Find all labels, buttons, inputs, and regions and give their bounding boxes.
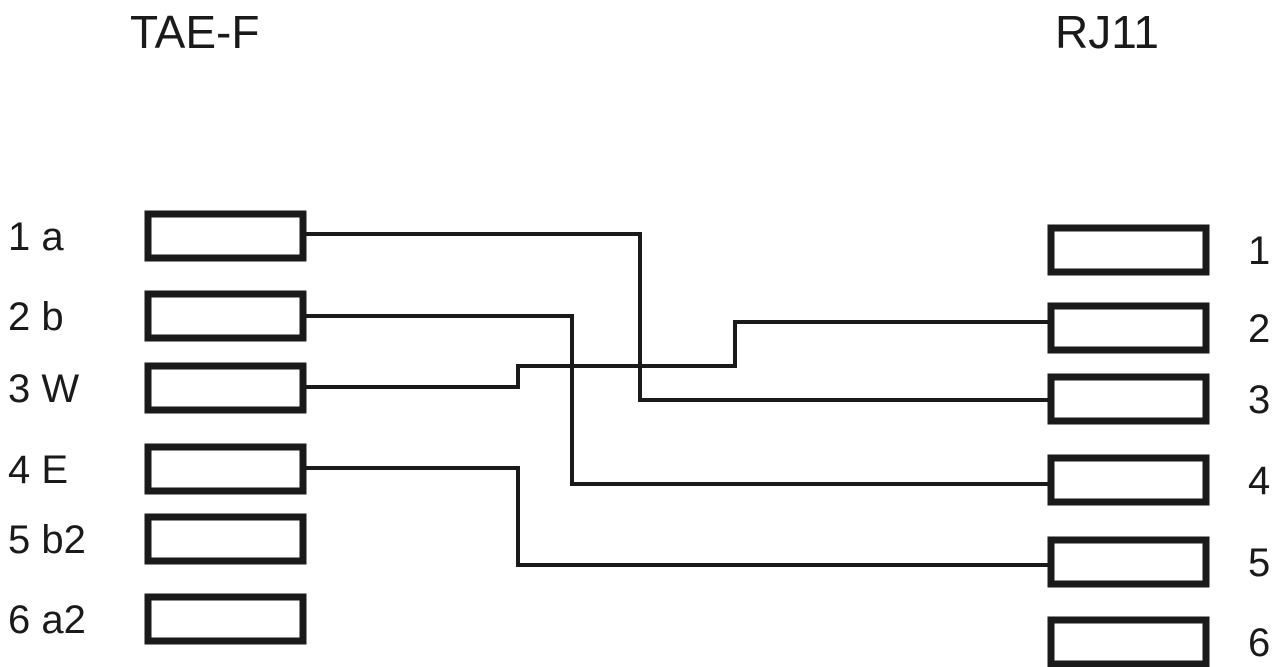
wire-4e-to-5: [303, 466, 1051, 567]
left-pin-label-2: 2 b: [8, 295, 64, 339]
right-connector-pins: [1047, 224, 1210, 667]
wire-2b-to-4: [303, 314, 1051, 486]
right-pin-label-4: 4: [1248, 459, 1270, 503]
left-pin-box-2[interactable]: [144, 290, 307, 342]
right-pin-label-2: 2: [1248, 307, 1270, 351]
left-pin-box-4[interactable]: [144, 443, 307, 495]
right-pin-label-5: 5: [1248, 541, 1270, 585]
left-connector-pins: [144, 210, 307, 645]
right-pin-label-3: 3: [1248, 378, 1270, 422]
right-pin-box-6[interactable]: [1047, 616, 1210, 667]
wire-1a-to-3: [303, 232, 1051, 402]
right-pin-labels: 1 2 3 4 5 6: [1248, 229, 1270, 665]
left-pin-label-6: 6 a2: [8, 598, 86, 642]
right-pin-label-1: 1: [1248, 229, 1270, 273]
right-pin-box-5[interactable]: [1047, 536, 1210, 588]
right-pin-label-6: 6: [1248, 621, 1270, 665]
wire-group: [303, 232, 1051, 567]
left-pin-label-3: 3 W: [8, 367, 79, 411]
left-pin-label-1: 1 a: [8, 215, 64, 259]
left-pin-box-3[interactable]: [144, 362, 307, 414]
header-label-left: TAE-F: [130, 6, 259, 58]
left-pin-box-1[interactable]: [144, 210, 307, 262]
wire-3w-to-2: [303, 320, 1051, 389]
left-pin-box-5[interactable]: [144, 513, 307, 565]
left-pin-label-5: 5 b2: [8, 518, 86, 562]
left-pin-labels: 1 a 2 b 3 W 4 E 5 b2 6 a2: [8, 215, 86, 642]
right-pin-box-2[interactable]: [1047, 302, 1210, 354]
left-pin-box-6[interactable]: [144, 593, 307, 645]
right-pin-box-4[interactable]: [1047, 454, 1210, 506]
right-pin-box-3[interactable]: [1047, 373, 1210, 425]
header-label-right: RJ11: [1055, 6, 1159, 58]
left-pin-label-4: 4 E: [8, 448, 68, 492]
right-pin-box-1[interactable]: [1047, 224, 1210, 276]
